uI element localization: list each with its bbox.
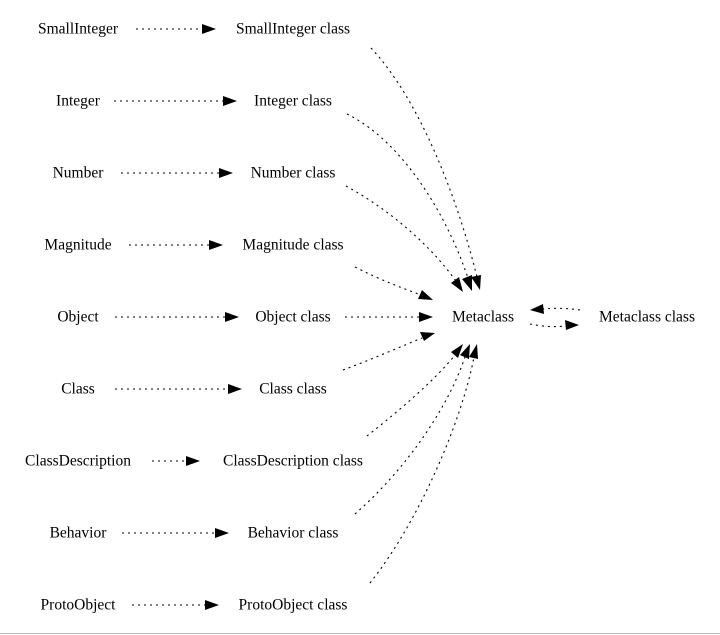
class-side-nodes: SmallInteger class Integer class Number … bbox=[223, 21, 363, 614]
edge-behavior-class bbox=[354, 356, 466, 515]
arrowhead bbox=[530, 304, 544, 314]
arrowhead bbox=[228, 384, 242, 394]
node-class-class: Class class bbox=[259, 381, 327, 398]
arrowhead bbox=[471, 275, 481, 290]
arrowhead bbox=[462, 275, 472, 291]
node-protoobject: ProtoObject bbox=[41, 597, 117, 614]
arrowhead bbox=[565, 320, 579, 330]
arrowhead bbox=[202, 24, 216, 34]
arrowhead bbox=[225, 312, 239, 322]
arrowhead bbox=[469, 344, 478, 359]
arrowhead bbox=[420, 332, 435, 341]
node-behavior-class: Behavior class bbox=[248, 525, 339, 542]
node-object: Object bbox=[57, 309, 99, 326]
node-magnitude-class: Magnitude class bbox=[242, 237, 343, 254]
node-number-class: Number class bbox=[251, 165, 336, 182]
node-smallinteger: SmallInteger bbox=[38, 21, 119, 38]
arrowhead bbox=[186, 456, 200, 466]
arrowhead bbox=[209, 240, 223, 250]
node-number: Number bbox=[53, 165, 105, 182]
metaclass-loop-edges bbox=[529, 304, 581, 330]
node-integer-class: Integer class bbox=[254, 93, 332, 110]
edge-smallinteger-class bbox=[370, 47, 478, 278]
edge-metaclass-class-to-metaclass bbox=[542, 307, 581, 311]
node-integer: Integer bbox=[56, 93, 101, 110]
arrowhead bbox=[460, 344, 470, 359]
arrowhead bbox=[418, 290, 433, 300]
node-metaclass: Metaclass bbox=[452, 309, 514, 326]
edge-metaclass-to-metaclass-class bbox=[529, 323, 567, 328]
arrowhead bbox=[419, 312, 433, 322]
edge-class-class bbox=[342, 337, 423, 371]
arrowhead bbox=[205, 600, 219, 610]
node-behavior: Behavior bbox=[50, 525, 108, 542]
arrowhead bbox=[223, 96, 237, 106]
node-magnitude: Magnitude bbox=[44, 237, 111, 254]
node-object-class: Object class bbox=[255, 309, 330, 326]
node-smallinteger-class: SmallInteger class bbox=[236, 21, 350, 38]
node-class: Class bbox=[61, 381, 95, 398]
instance-edges bbox=[114, 24, 242, 610]
arrowhead bbox=[215, 528, 229, 538]
metaclass-edges bbox=[342, 47, 481, 584]
edge-integer-class bbox=[346, 113, 469, 279]
edge-number-class bbox=[345, 185, 457, 282]
arrowhead bbox=[219, 168, 233, 178]
edge-magnitude-class bbox=[354, 266, 422, 296]
class-nodes: SmallInteger Integer Number Magnitude Ob… bbox=[25, 21, 131, 614]
node-classdescription: ClassDescription bbox=[25, 453, 131, 470]
node-protoobject-class: ProtoObject class bbox=[239, 597, 348, 614]
arrowhead bbox=[451, 277, 463, 292]
node-metaclass-class: Metaclass class bbox=[599, 309, 695, 326]
node-classdescription-class: ClassDescription class bbox=[223, 453, 363, 470]
edge-protoobject-class bbox=[369, 356, 475, 584]
arrowhead bbox=[451, 344, 463, 358]
edge-classdescription-class bbox=[366, 354, 456, 437]
